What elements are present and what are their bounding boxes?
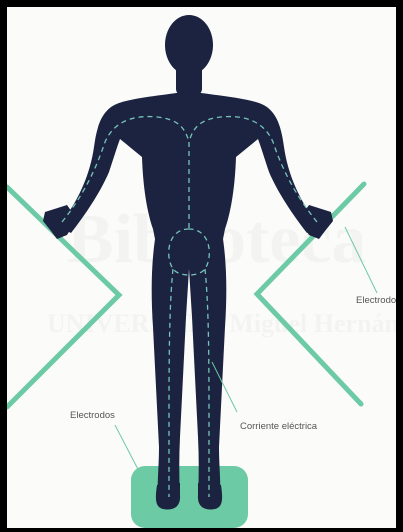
foot-plate-electrode — [131, 466, 248, 528]
label-electrodes-left: Electrodos — [70, 410, 115, 421]
label-electrodes-right: Electrodo — [356, 295, 396, 306]
leader-foot-electrodes — [115, 425, 142, 477]
diagram-panel: Biblioteca UNIVERSITAS Miguel Hernández — [7, 7, 396, 528]
body-diagram: Biblioteca UNIVERSITAS Miguel Hernández — [7, 7, 396, 528]
label-current: Corriente eléctrica — [240, 421, 317, 432]
